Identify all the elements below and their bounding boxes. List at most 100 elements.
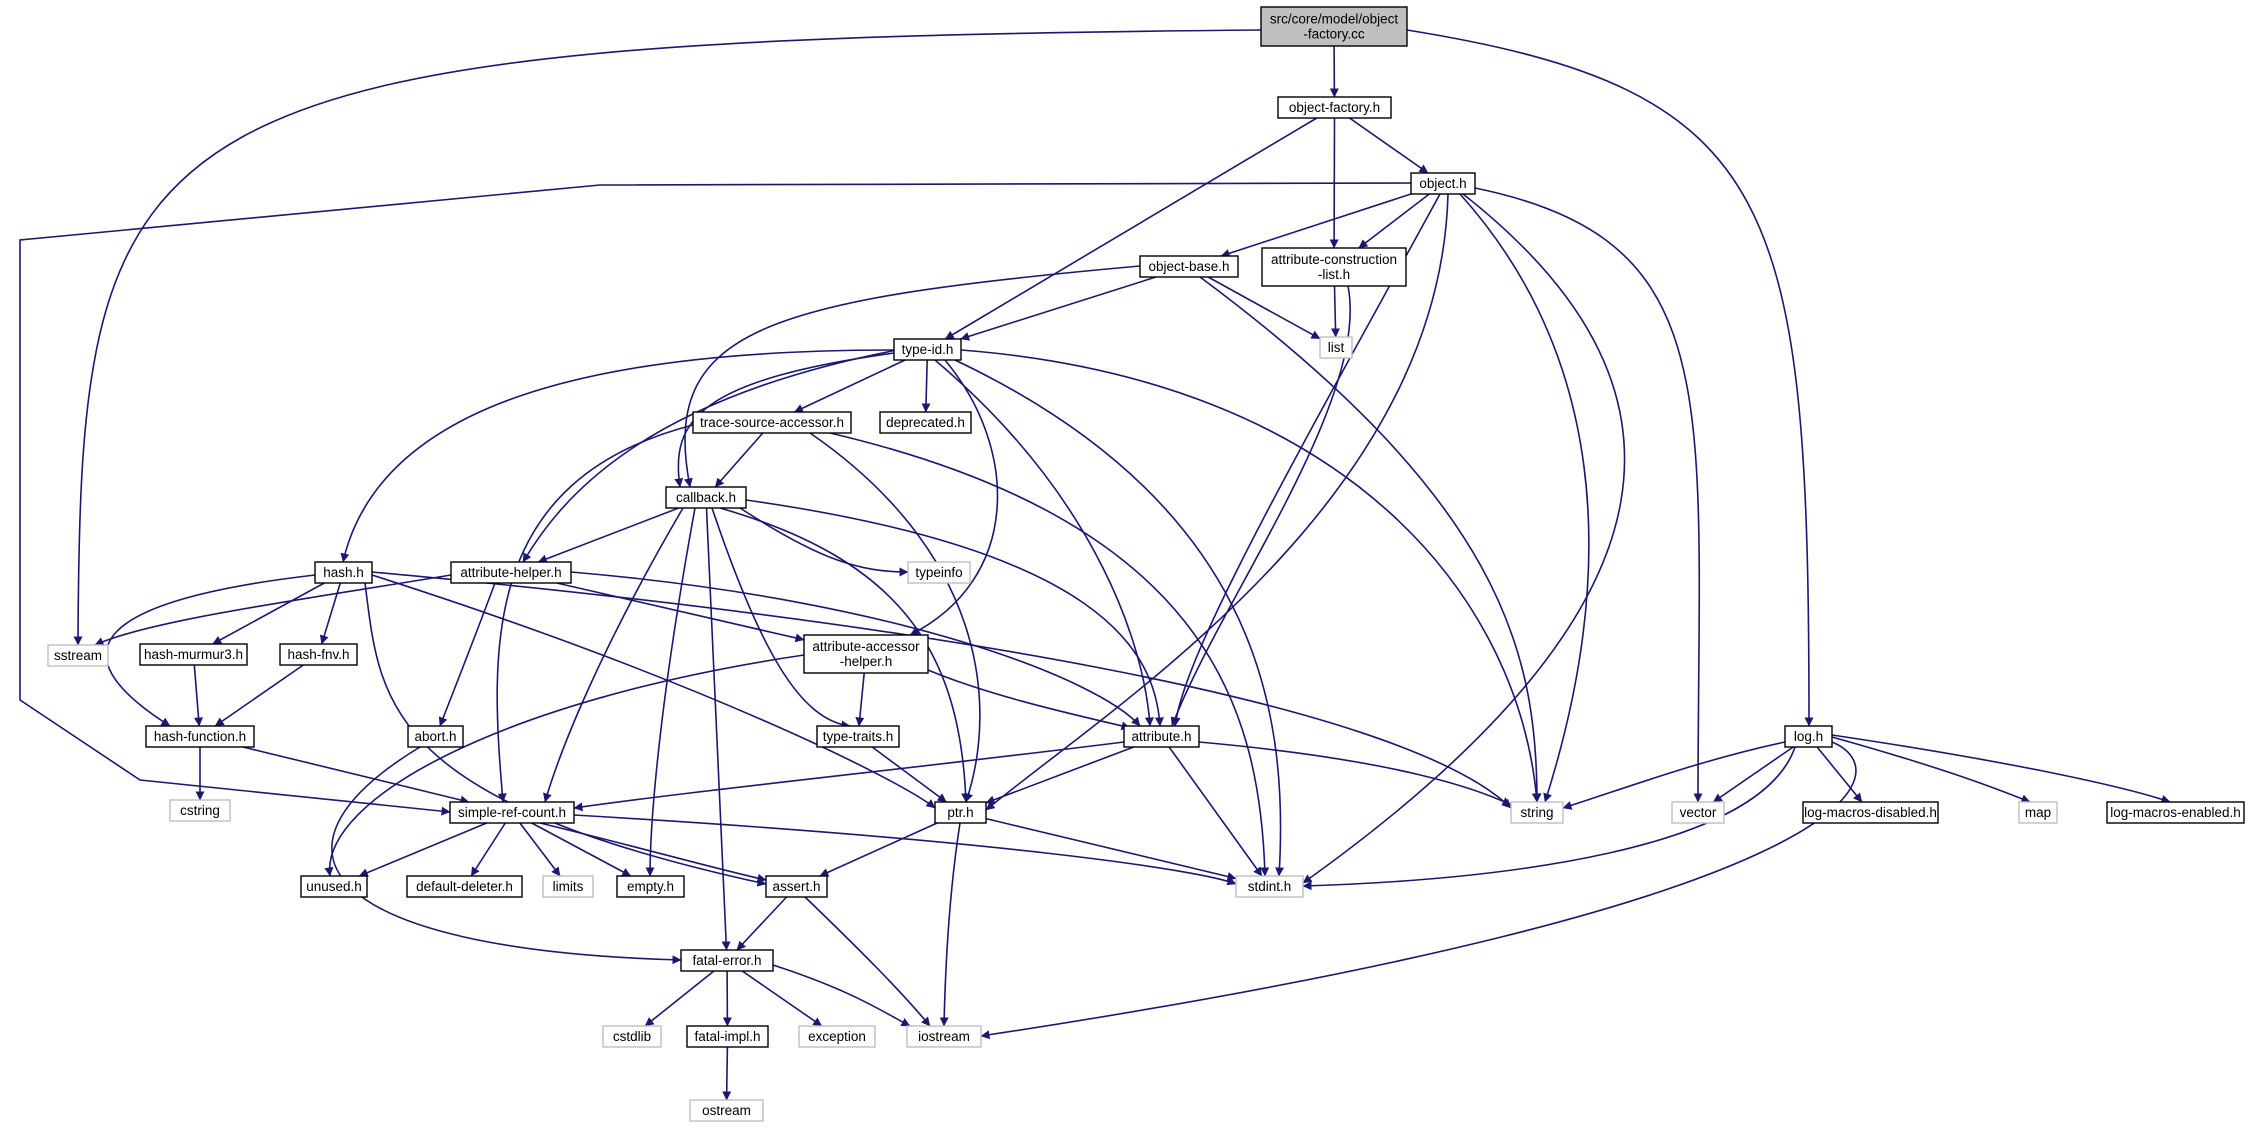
node-callback-h[interactable]: callback.h [665,486,747,509]
node-attr-constr-h[interactable]: attribute-construction-list.h [1261,247,1407,287]
node-attr-helper-h[interactable]: attribute-helper.h [450,561,572,584]
edge-trace_source_h-to-ptr_h [809,432,981,803]
node-label: -list.h [1318,267,1350,282]
node-label: abort.h [414,729,456,744]
node-hash-fnv-h[interactable]: hash-fnv.h [279,643,358,666]
node-box [1139,255,1239,278]
node-box [169,799,231,822]
node-object-factory-h[interactable]: object-factory.h [1277,96,1392,119]
node-log-macros-enabled-h[interactable]: log-macros-enabled.h [2106,801,2245,824]
node-box [692,411,852,434]
node-abort-h[interactable]: abort.h [407,725,464,748]
node-box [2106,801,2245,824]
edge-log_h-to-map [1831,736,2031,804]
node-label: empty.h [627,879,674,894]
edge-fatal_error_h-to-exception [741,970,823,1027]
node-empty-h[interactable]: empty.h [616,875,685,898]
node-label: attribute.h [1131,729,1191,744]
edge-simple_ref_h-to-limits [519,822,561,877]
node-box [449,801,575,824]
node-label: attribute-helper.h [460,565,561,580]
node-label: cstdlib [613,1029,651,1044]
edge-attribute_h-to-stdint_h [1168,746,1263,877]
edge-hash_h-to-hash_function_h [105,574,316,727]
node-box [1235,875,1304,898]
node-fatal-impl-h[interactable]: fatal-impl.h [686,1025,769,1048]
node-fatal-error-h[interactable]: fatal-error.h [680,949,774,972]
node-default-deleter-h[interactable]: default-deleter.h [406,875,523,898]
edge-attr_constr_h-to-list [1331,285,1340,338]
node-label: simple-ref-count.h [458,805,566,820]
node-attribute-h[interactable]: attribute.h [1123,725,1200,748]
node-exception: exception [798,1025,876,1048]
node-label: map [2025,805,2051,820]
node-object-base-h[interactable]: object-base.h [1139,255,1239,278]
edge-log_h-to-log_macros_enabled_h [1831,734,2171,804]
edge-simple_ref_h-to-unused_h [358,822,488,877]
node-hash-function-h[interactable]: hash-function.h [145,725,255,748]
node-log-h[interactable]: log.h [1784,725,1833,748]
edge-attr_accessor_h-to-attribute_h [927,669,1131,731]
node-hash-h[interactable]: hash.h [314,561,373,584]
node-box [1260,6,1408,47]
node-type-id-h[interactable]: type-id.h [893,338,962,361]
node-ptr-h[interactable]: ptr.h [934,801,987,824]
edge-attribute_h-to-simple_ref_h [573,741,1125,812]
node-box [47,644,109,667]
edge-hash_murmur3_h-to-hash_function_h [193,664,204,727]
node-cstring: cstring [169,799,231,822]
node-list: list [1319,336,1353,359]
edge-attr_accessor_h-to-type_traits_h [855,672,865,727]
node-log-macros-disabled-h[interactable]: log-macros-disabled.h [1802,801,1939,824]
node-box [1123,725,1200,748]
edge-object_base_h-to-string [1199,276,1542,803]
edge-type_id_h-to-attr_accessor_h [909,359,999,636]
node-label: vector [1680,805,1717,820]
node-label: stdint.h [1248,879,1292,894]
node-box [1671,801,1725,824]
edge-attr_helper_h-to-sstream [94,574,452,646]
edge-type_id_h-to-attr_helper_h [522,349,898,563]
node-label: deprecated.h [886,415,965,430]
node-unused-h[interactable]: unused.h [300,875,368,898]
edge-object_h-to-attr_constr_h [1358,193,1430,249]
node-box [879,411,972,434]
node-root[interactable]: src/core/model/object-factory.cc [1260,6,1408,47]
edge-hash_h-to-ptr_h [371,574,936,809]
node-hash-murmur3-h[interactable]: hash-murmur3.h [139,643,248,666]
edge-object_h-to-object_base_h [1220,193,1412,258]
node-box [689,1099,764,1122]
edge-attr_helper_h-to-attribute_h [570,571,1141,727]
edge-type_id_h-to-hash_h [340,349,895,563]
node-simple-ref-h[interactable]: simple-ref-count.h [449,801,575,824]
node-assert-h[interactable]: assert.h [765,875,828,898]
edge-hash_fnv_h-to-hash_function_h [214,664,304,727]
edge-callback_h-to-attribute_h [745,499,1164,727]
node-label: trace-source-accessor.h [700,415,844,430]
edge-object_base_h-to-list [1207,276,1321,340]
edge-hash_h-to-hash_murmur3_h [212,582,325,645]
node-deprecated-h[interactable]: deprecated.h [879,411,972,434]
edge-type_traits_h-to-ptr_h [871,746,947,803]
node-box [798,1025,876,1048]
node-label: ptr.h [947,805,973,820]
node-box [450,561,572,584]
edge-abort_h-to-fatal_error_h [331,746,682,965]
node-object-h[interactable]: object.h [1410,172,1476,195]
edge-simple_ref_h-to-assert_h [539,822,767,883]
node-label: default-deleter.h [416,879,513,894]
node-box [680,949,774,972]
node-label: fatal-error.h [692,953,761,968]
node-label: hash.h [323,565,364,580]
node-label: log.h [1794,729,1823,744]
edge-type_id_h-to-trace_source_h [793,359,906,413]
node-type-traits-h[interactable]: type-traits.h [816,725,900,748]
node-attr-accessor-h[interactable]: attribute-accessor-helper.h [803,634,929,674]
node-trace-source-h[interactable]: trace-source-accessor.h [692,411,852,434]
node-box [1410,172,1476,195]
node-label: limits [553,879,584,894]
node-box [542,875,594,898]
node-label: sstream [54,648,102,663]
node-label: -helper.h [840,654,893,669]
